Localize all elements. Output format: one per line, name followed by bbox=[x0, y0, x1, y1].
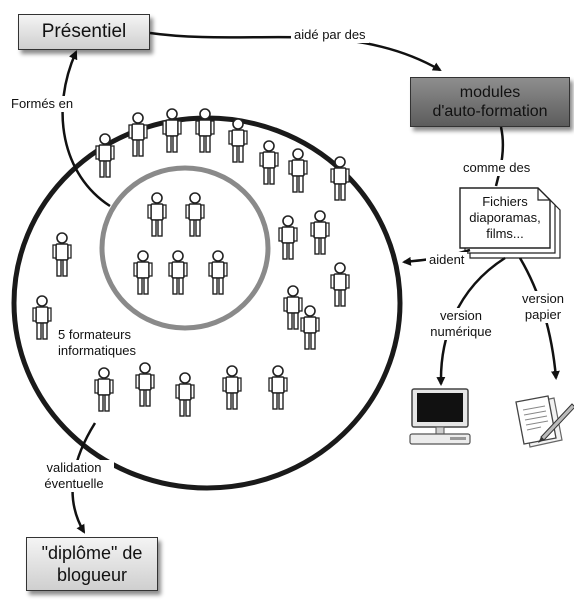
fichiers-label-line2: diaporamas, bbox=[469, 210, 541, 225]
computer-icon bbox=[409, 388, 471, 445]
person-icon bbox=[208, 250, 228, 295]
validation-line1: validation bbox=[46, 460, 102, 475]
person-icon bbox=[32, 295, 52, 340]
group-label: 5 formateurs informatiques bbox=[58, 327, 166, 359]
group-label-line1: 5 formateurs bbox=[58, 327, 131, 342]
fichiers-label-line3: films... bbox=[486, 226, 524, 241]
edge-label-validation: validation éventuelle bbox=[34, 460, 114, 492]
edge-label-version-papier: version papier bbox=[515, 291, 571, 323]
person-icon bbox=[94, 367, 114, 412]
person-icon bbox=[228, 118, 248, 163]
modules-box: modules d'auto-formation bbox=[410, 77, 570, 127]
presentiel-box: Présentiel bbox=[18, 14, 150, 50]
person-icon bbox=[185, 192, 205, 237]
edge-label-aide-par-des: aidé par des bbox=[291, 27, 369, 43]
diplome-box: "diplôme" de blogueur bbox=[26, 537, 158, 591]
person-icon bbox=[162, 108, 182, 153]
person-icon bbox=[222, 365, 242, 410]
fichiers-label-line1: Fichiers bbox=[482, 194, 528, 209]
person-icon bbox=[133, 250, 153, 295]
arrow-inner-group-to-presentiel bbox=[61, 50, 111, 208]
person-icon bbox=[195, 108, 215, 153]
person-icon bbox=[128, 112, 148, 157]
modules-label-line1: modules bbox=[459, 84, 521, 101]
person-icon bbox=[175, 372, 195, 417]
person-icon bbox=[300, 305, 320, 350]
group-label-line2: informatiques bbox=[58, 343, 137, 358]
person-icon bbox=[259, 140, 279, 185]
paper-document-icon bbox=[515, 395, 574, 448]
presentiel-label: Présentiel bbox=[41, 21, 127, 42]
edge-label-formes-en: Formés en bbox=[8, 96, 77, 112]
person-icon bbox=[168, 250, 188, 295]
version-numerique-line1: version bbox=[440, 308, 482, 323]
person-icon bbox=[283, 285, 303, 330]
version-papier-line1: version bbox=[522, 291, 564, 306]
version-papier-line2: papier bbox=[524, 307, 562, 322]
fichiers-stack bbox=[459, 187, 561, 259]
version-numerique-line2: numérique bbox=[430, 324, 492, 339]
person-icon bbox=[330, 262, 350, 307]
person-icon bbox=[310, 210, 330, 255]
inner-people bbox=[133, 192, 228, 295]
inner-group-circle bbox=[99, 165, 271, 331]
person-icon bbox=[135, 362, 155, 407]
edge-label-aident: aident bbox=[426, 252, 468, 268]
person-icon bbox=[52, 232, 72, 277]
edge-label-version-numerique: version numérique bbox=[422, 308, 500, 340]
validation-line2: éventuelle bbox=[44, 476, 104, 491]
diplome-label-line2: blogueur bbox=[56, 565, 128, 585]
fichiers-label: Fichiers diaporamas, films... bbox=[462, 194, 548, 242]
person-icon bbox=[268, 365, 288, 410]
edge-label-comme-des: comme des bbox=[460, 160, 534, 176]
modules-label-line2: d'auto-formation bbox=[432, 103, 548, 120]
arrow-modules-to-fichiers bbox=[494, 126, 505, 187]
person-icon bbox=[288, 148, 308, 193]
person-icon bbox=[278, 215, 298, 260]
person-icon bbox=[147, 192, 167, 237]
diplome-label-line1: "diplôme" de bbox=[41, 543, 143, 563]
outer-people bbox=[32, 108, 350, 417]
